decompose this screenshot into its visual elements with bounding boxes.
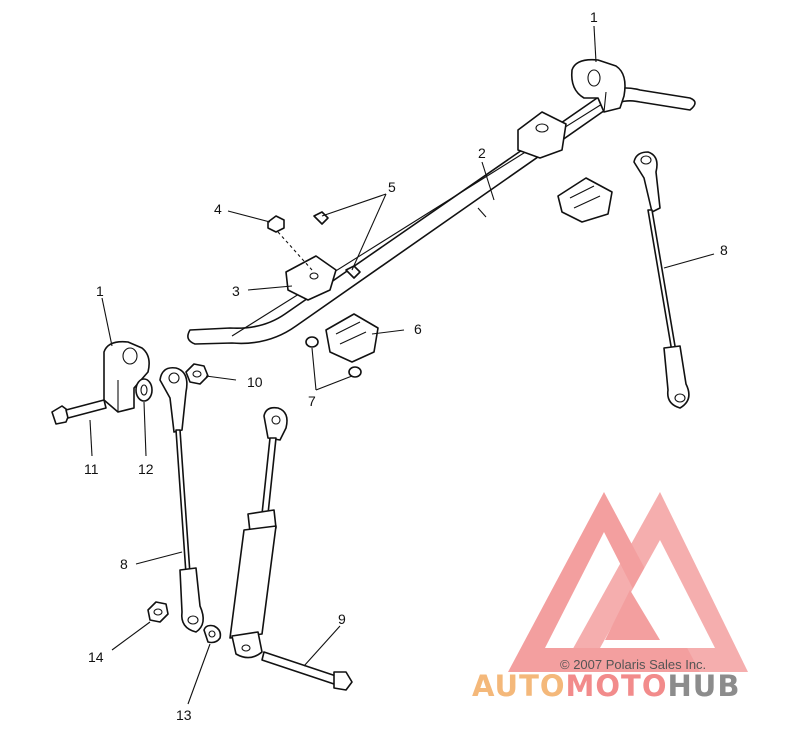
bar-bracket-upper xyxy=(517,111,567,159)
callout-11: 11 xyxy=(84,461,99,477)
nut-14 xyxy=(147,601,169,623)
watermark-logo xyxy=(508,492,748,672)
bolt-11 xyxy=(51,399,107,425)
callout-5: 5 xyxy=(388,179,396,195)
callout-7: 7 xyxy=(308,393,316,409)
clamp-bracket xyxy=(285,255,337,301)
bolt-5b xyxy=(345,265,361,279)
callout-4: 4 xyxy=(214,201,222,217)
callout-1-top: 1 xyxy=(590,9,598,25)
link-rod-right xyxy=(633,151,690,409)
link-rod-left xyxy=(159,366,204,633)
callout-1-left: 1 xyxy=(96,283,104,299)
bolt-alignment-line xyxy=(277,231,313,271)
stabilizer-bar xyxy=(187,87,696,345)
copyright-text: © 2007 Polaris Sales Inc. xyxy=(560,657,706,672)
callout-6: 6 xyxy=(414,321,422,337)
washer-12-hole xyxy=(140,384,148,396)
nut-4 xyxy=(267,215,285,233)
bar-bracket-lower xyxy=(557,177,613,223)
washer-7a xyxy=(305,336,319,348)
callout-3: 3 xyxy=(232,283,240,299)
leader-lines xyxy=(89,25,715,705)
callout-13: 13 xyxy=(176,707,192,723)
watermark-moto: MOTO xyxy=(566,669,668,703)
washer-12 xyxy=(135,378,153,402)
bushing-top xyxy=(570,58,626,113)
bolt-5a xyxy=(313,211,329,225)
callout-2: 2 xyxy=(478,145,486,161)
callout-9: 9 xyxy=(338,611,346,627)
callout-8-left: 8 xyxy=(120,556,128,572)
bolt-long xyxy=(261,651,353,691)
watermark-wordmark: AUTOMOTOHUB xyxy=(472,669,740,703)
watermark-auto: AUTO xyxy=(472,669,566,703)
callout-10: 10 xyxy=(247,374,263,390)
callout-8-right: 8 xyxy=(720,242,728,258)
bushing-pad xyxy=(325,313,379,363)
washer-7b xyxy=(348,366,362,378)
callout-12: 12 xyxy=(138,461,154,477)
nut-10 xyxy=(185,363,209,385)
watermark-hub: HUB xyxy=(668,669,741,703)
callout-14: 14 xyxy=(88,649,104,665)
shock-absorber xyxy=(229,406,288,659)
spacer-13 xyxy=(203,624,222,644)
